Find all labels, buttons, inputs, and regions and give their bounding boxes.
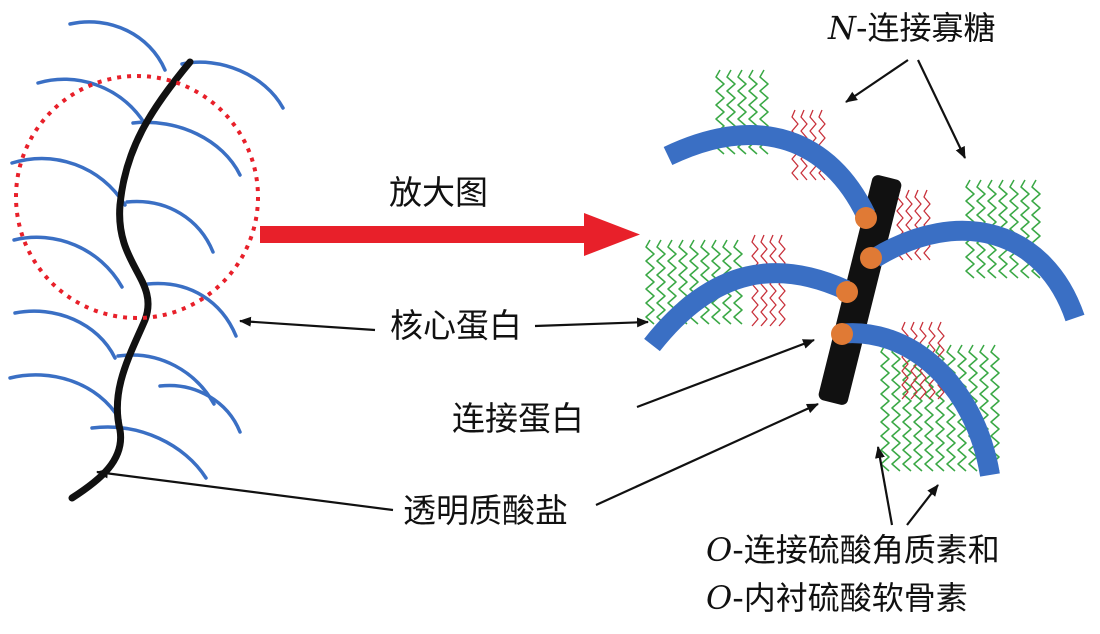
keratan-sulfate-chain (880, 344, 890, 472)
zoom-region-circle (14, 74, 260, 320)
core-protein-band (644, 263, 851, 352)
core-protein-arc (158, 383, 242, 434)
n-label-prefix: N (828, 9, 856, 47)
keratan-sulfate-chain (645, 239, 655, 325)
core-protein-arc (146, 281, 238, 338)
keratan-sulfate-chain (1009, 179, 1019, 279)
core-protein-arc (13, 309, 117, 360)
o-linked-keratan-label: O-连接硫酸角质素和 (706, 534, 1000, 566)
pointer-arrows (96, 59, 966, 526)
keratan-sulfate-chain (946, 344, 956, 472)
o-label-2-text: -内衬硫酸软骨素 (732, 579, 968, 617)
o-linked-chondroitin-label: O-内衬硫酸软骨素 (706, 582, 968, 614)
core-protein-arc (125, 199, 215, 254)
keratan-sulfate-chain (656, 239, 666, 325)
left-core-proteins (8, 20, 285, 480)
keratan-sulfate-chain (891, 344, 901, 472)
o-label-2-prefix: O (706, 579, 733, 617)
core-protein-arc (90, 425, 208, 480)
n-linked-oligosaccharide-label: N-连接寡糖 (828, 12, 996, 44)
core-protein-band (869, 220, 1085, 322)
zoom-label: 放大图 (389, 173, 488, 212)
left-hyaluronate-strand (68, 58, 194, 502)
core-protein-band (663, 125, 876, 220)
core-protein-arc (116, 353, 216, 406)
core-protein-band (836, 323, 1000, 477)
keratan-sulfate-chain (913, 344, 923, 472)
core-protein-arc (10, 156, 127, 207)
n-label-text: -连接寡糖 (856, 9, 996, 47)
link-protein-nodes (831, 207, 882, 345)
hyaluronate-label: 透明质酸盐 (403, 491, 568, 530)
oligosaccharide-chain (923, 189, 931, 261)
zoom-arrow (260, 213, 640, 256)
keratan-sulfate-chain (902, 344, 912, 472)
core-protein-arc (68, 20, 167, 72)
core-protein-arc (180, 60, 285, 110)
core-protein-label: 核心蛋白 (390, 306, 522, 345)
o-label-1-prefix: O (706, 531, 733, 569)
oligosaccharide-chain (901, 321, 909, 400)
oligosaccharide-chain (914, 189, 922, 261)
core-protein-arc (36, 77, 147, 126)
core-protein-arc (131, 120, 242, 177)
link-protein-label: 连接蛋白 (452, 399, 584, 438)
right-glycan-chains (645, 69, 1041, 472)
right-core-proteins (644, 125, 1085, 477)
right-hyaluronate-segment (818, 175, 902, 405)
core-protein-arc (8, 373, 122, 422)
core-protein-arc (12, 235, 124, 289)
o-label-1-text: -连接硫酸角质素和 (732, 531, 1000, 569)
